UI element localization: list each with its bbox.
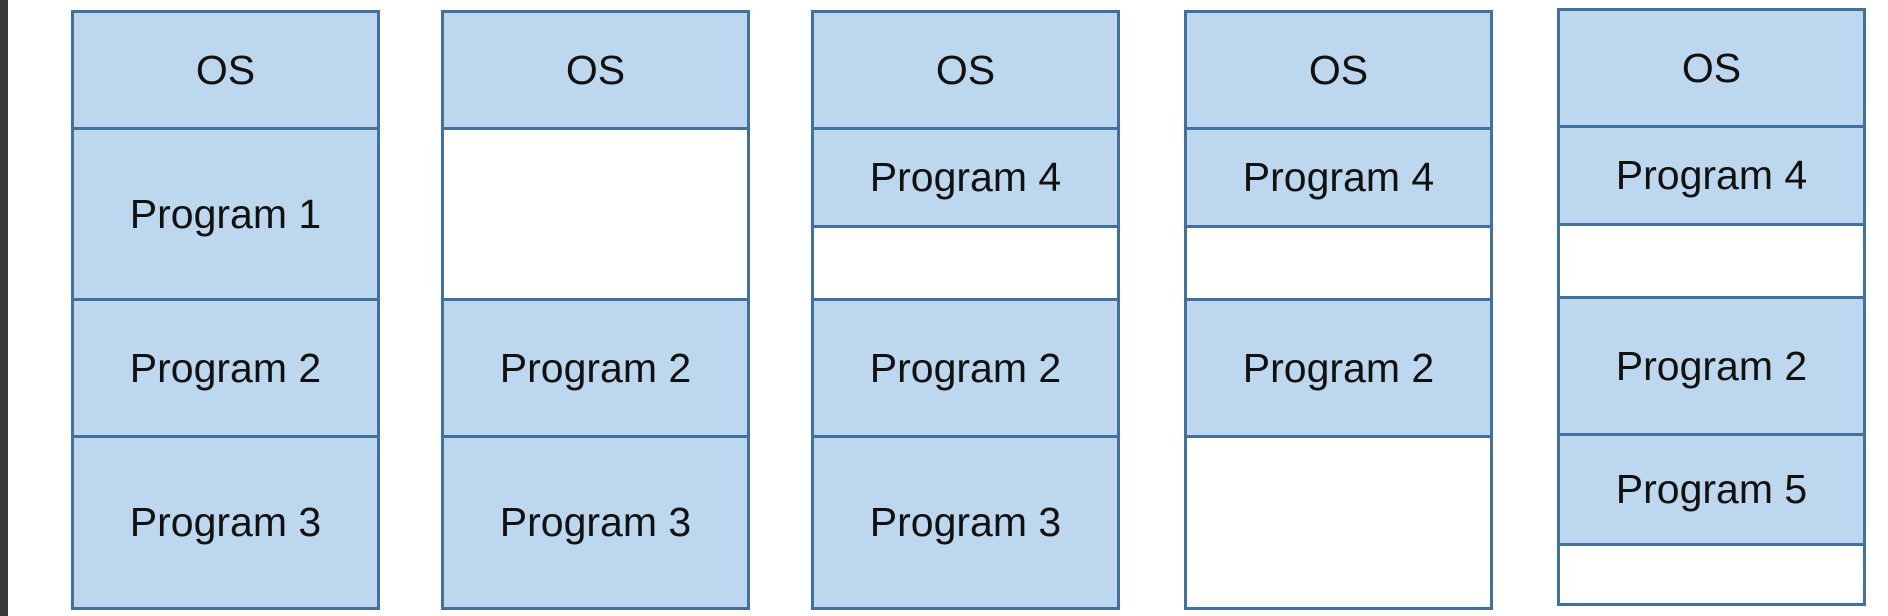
memory-block-program-4: Program 4: [1184, 127, 1493, 228]
memory-block-os: OS: [71, 10, 380, 130]
memory-block-program-3: Program 3: [811, 435, 1120, 610]
memory-block-program-2: Program 2: [811, 298, 1120, 438]
memory-block-os: OS: [1184, 10, 1493, 130]
memory-block-free: [811, 225, 1120, 301]
memory-stack-3: OS Program 4 Program 2 Program 3: [811, 10, 1120, 610]
memory-block-program-4: Program 4: [811, 127, 1120, 228]
memory-block-program-2: Program 2: [441, 298, 750, 438]
memory-stack-2: OS Program 2 Program 3: [441, 10, 750, 610]
memory-block-program-1: Program 1: [71, 127, 380, 301]
memory-block-os: OS: [441, 10, 750, 130]
memory-block-program-2: Program 2: [71, 298, 380, 438]
memory-block-free: [1184, 225, 1493, 301]
memory-block-program-3: Program 3: [441, 435, 750, 610]
memory-block-free: [1557, 543, 1866, 606]
memory-block-os: OS: [811, 10, 1120, 130]
memory-block-program-4: Program 4: [1557, 125, 1866, 226]
memory-stack-4: OS Program 4 Program 2: [1184, 10, 1493, 610]
memory-block-free: [1557, 223, 1866, 299]
memory-block-program-5: Program 5: [1557, 433, 1866, 546]
memory-block-program-3: Program 3: [71, 435, 380, 610]
memory-block-free: [1184, 435, 1493, 610]
memory-block-os: OS: [1557, 8, 1866, 128]
memory-stack-1: OS Program 1 Program 2 Program 3: [71, 10, 380, 610]
memory-stack-5: OS Program 4 Program 2 Program 5: [1557, 8, 1866, 608]
memory-block-free: [441, 127, 750, 301]
memory-block-program-2: Program 2: [1184, 298, 1493, 438]
window-edge-bar: [0, 0, 8, 616]
memory-block-program-2: Program 2: [1557, 296, 1866, 436]
